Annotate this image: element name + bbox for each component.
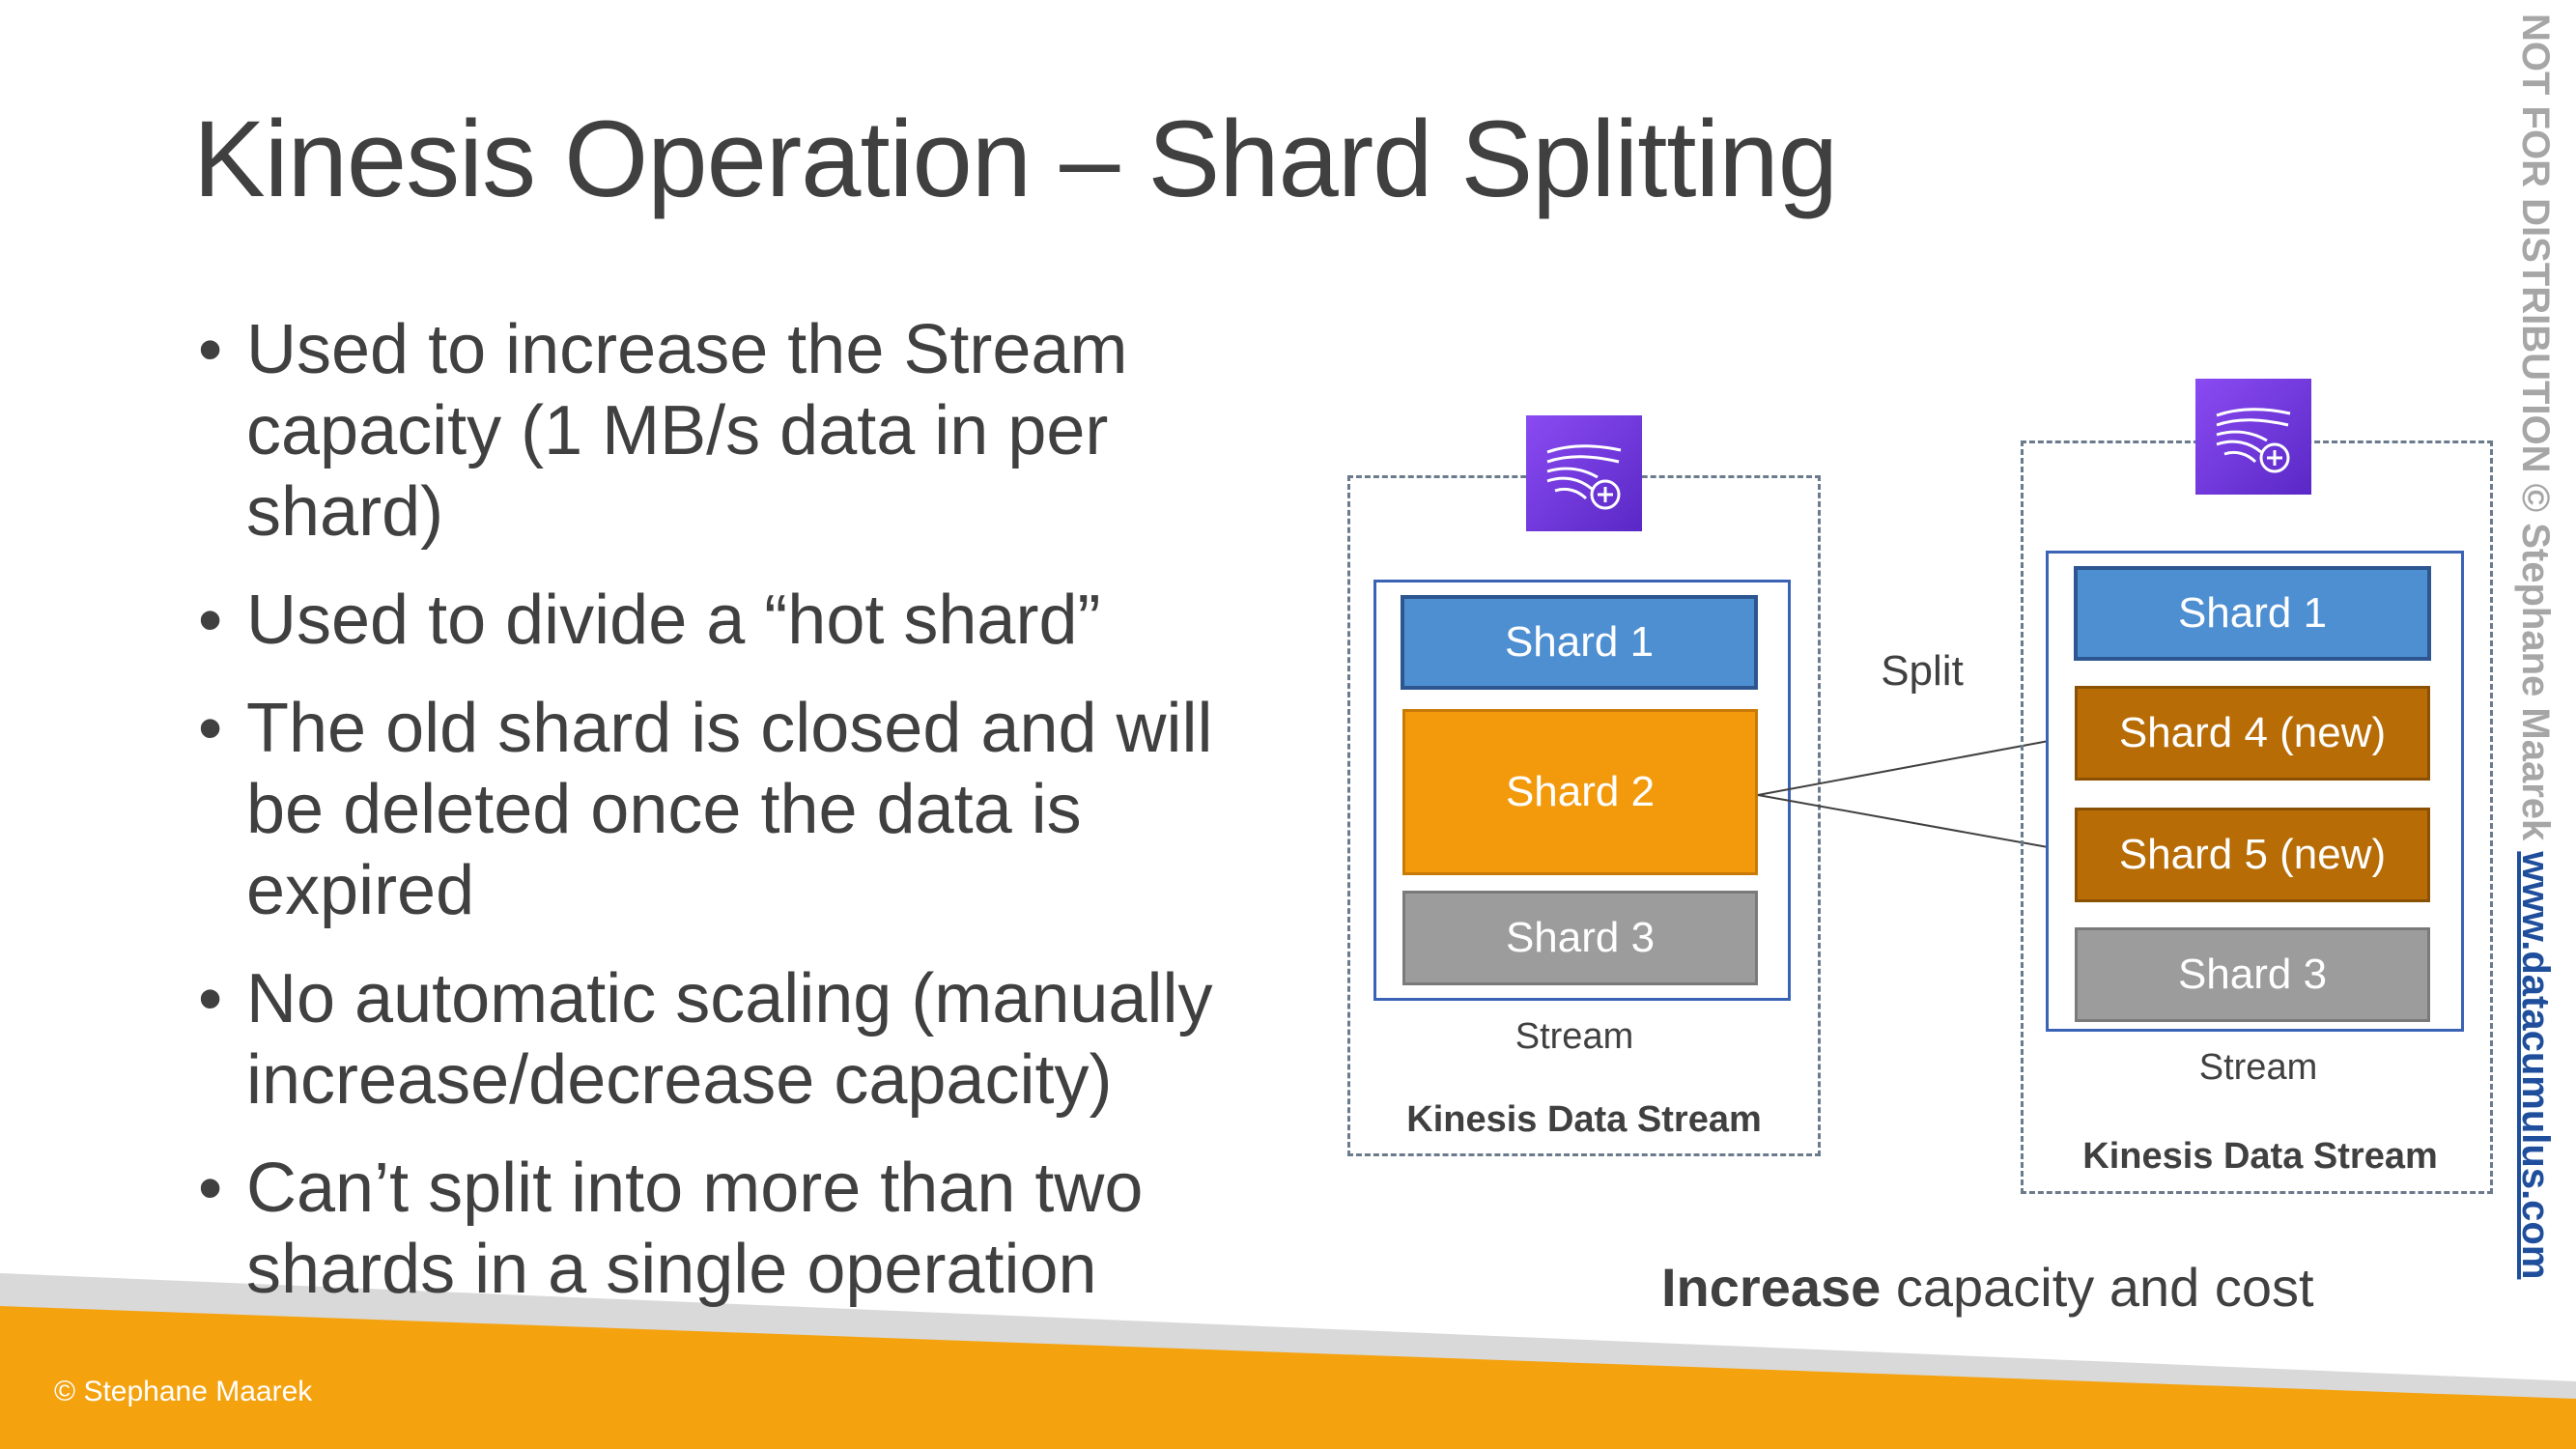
copyright: © Stephane Maarek	[54, 1376, 313, 1407]
split-label: Split	[1881, 647, 1964, 695]
watermark-text: NOT FOR DISTRIBUTION © Stephane Maarek	[2514, 14, 2557, 852]
right-shard-4-new: Shard 4 (new)	[2075, 686, 2430, 781]
summary-rest: capacity and cost	[1881, 1257, 2314, 1318]
right-stream-label: Stream	[2198, 1047, 2318, 1088]
watermark-link[interactable]: www.datacumulus.com	[2514, 851, 2557, 1280]
bullet-item: Used to increase the Stream capacity (1 …	[198, 309, 1309, 553]
bullet-item: The old shard is closed and will be dele…	[198, 688, 1309, 931]
watermark: NOT FOR DISTRIBUTION © Stephane Maarek w…	[2511, 14, 2560, 1410]
right-shard-5-new: Shard 5 (new)	[2075, 808, 2430, 902]
left-service-label: Kinesis Data Stream	[1406, 1099, 1762, 1140]
kinesis-data-streams-icon	[2195, 379, 2311, 495]
left-shard-1: Shard 1	[1401, 595, 1758, 690]
left-shard-2: Shard 2	[1402, 709, 1758, 875]
right-shard-3: Shard 3	[2075, 927, 2430, 1022]
bullet-item: Can’t split into more than two shards in…	[198, 1148, 1309, 1310]
left-stream-label: Stream	[1514, 1016, 1634, 1057]
summary-bold: Increase	[1661, 1257, 1882, 1318]
kinesis-data-streams-icon	[1526, 415, 1642, 531]
right-shard-1: Shard 1	[2074, 566, 2431, 661]
slide-title: Kinesis Operation – Shard Splitting	[193, 99, 1838, 219]
left-shard-3: Shard 3	[1402, 891, 1758, 985]
bullet-item: No automatic scaling (manually increase/…	[198, 958, 1309, 1121]
right-service-label: Kinesis Data Stream	[2082, 1136, 2438, 1177]
summary-note: Increase capacity and cost	[1661, 1256, 2314, 1319]
bullet-item: Used to divide a “hot shard”	[198, 580, 1309, 661]
bullet-list: Used to increase the Stream capacity (1 …	[198, 309, 1309, 1337]
